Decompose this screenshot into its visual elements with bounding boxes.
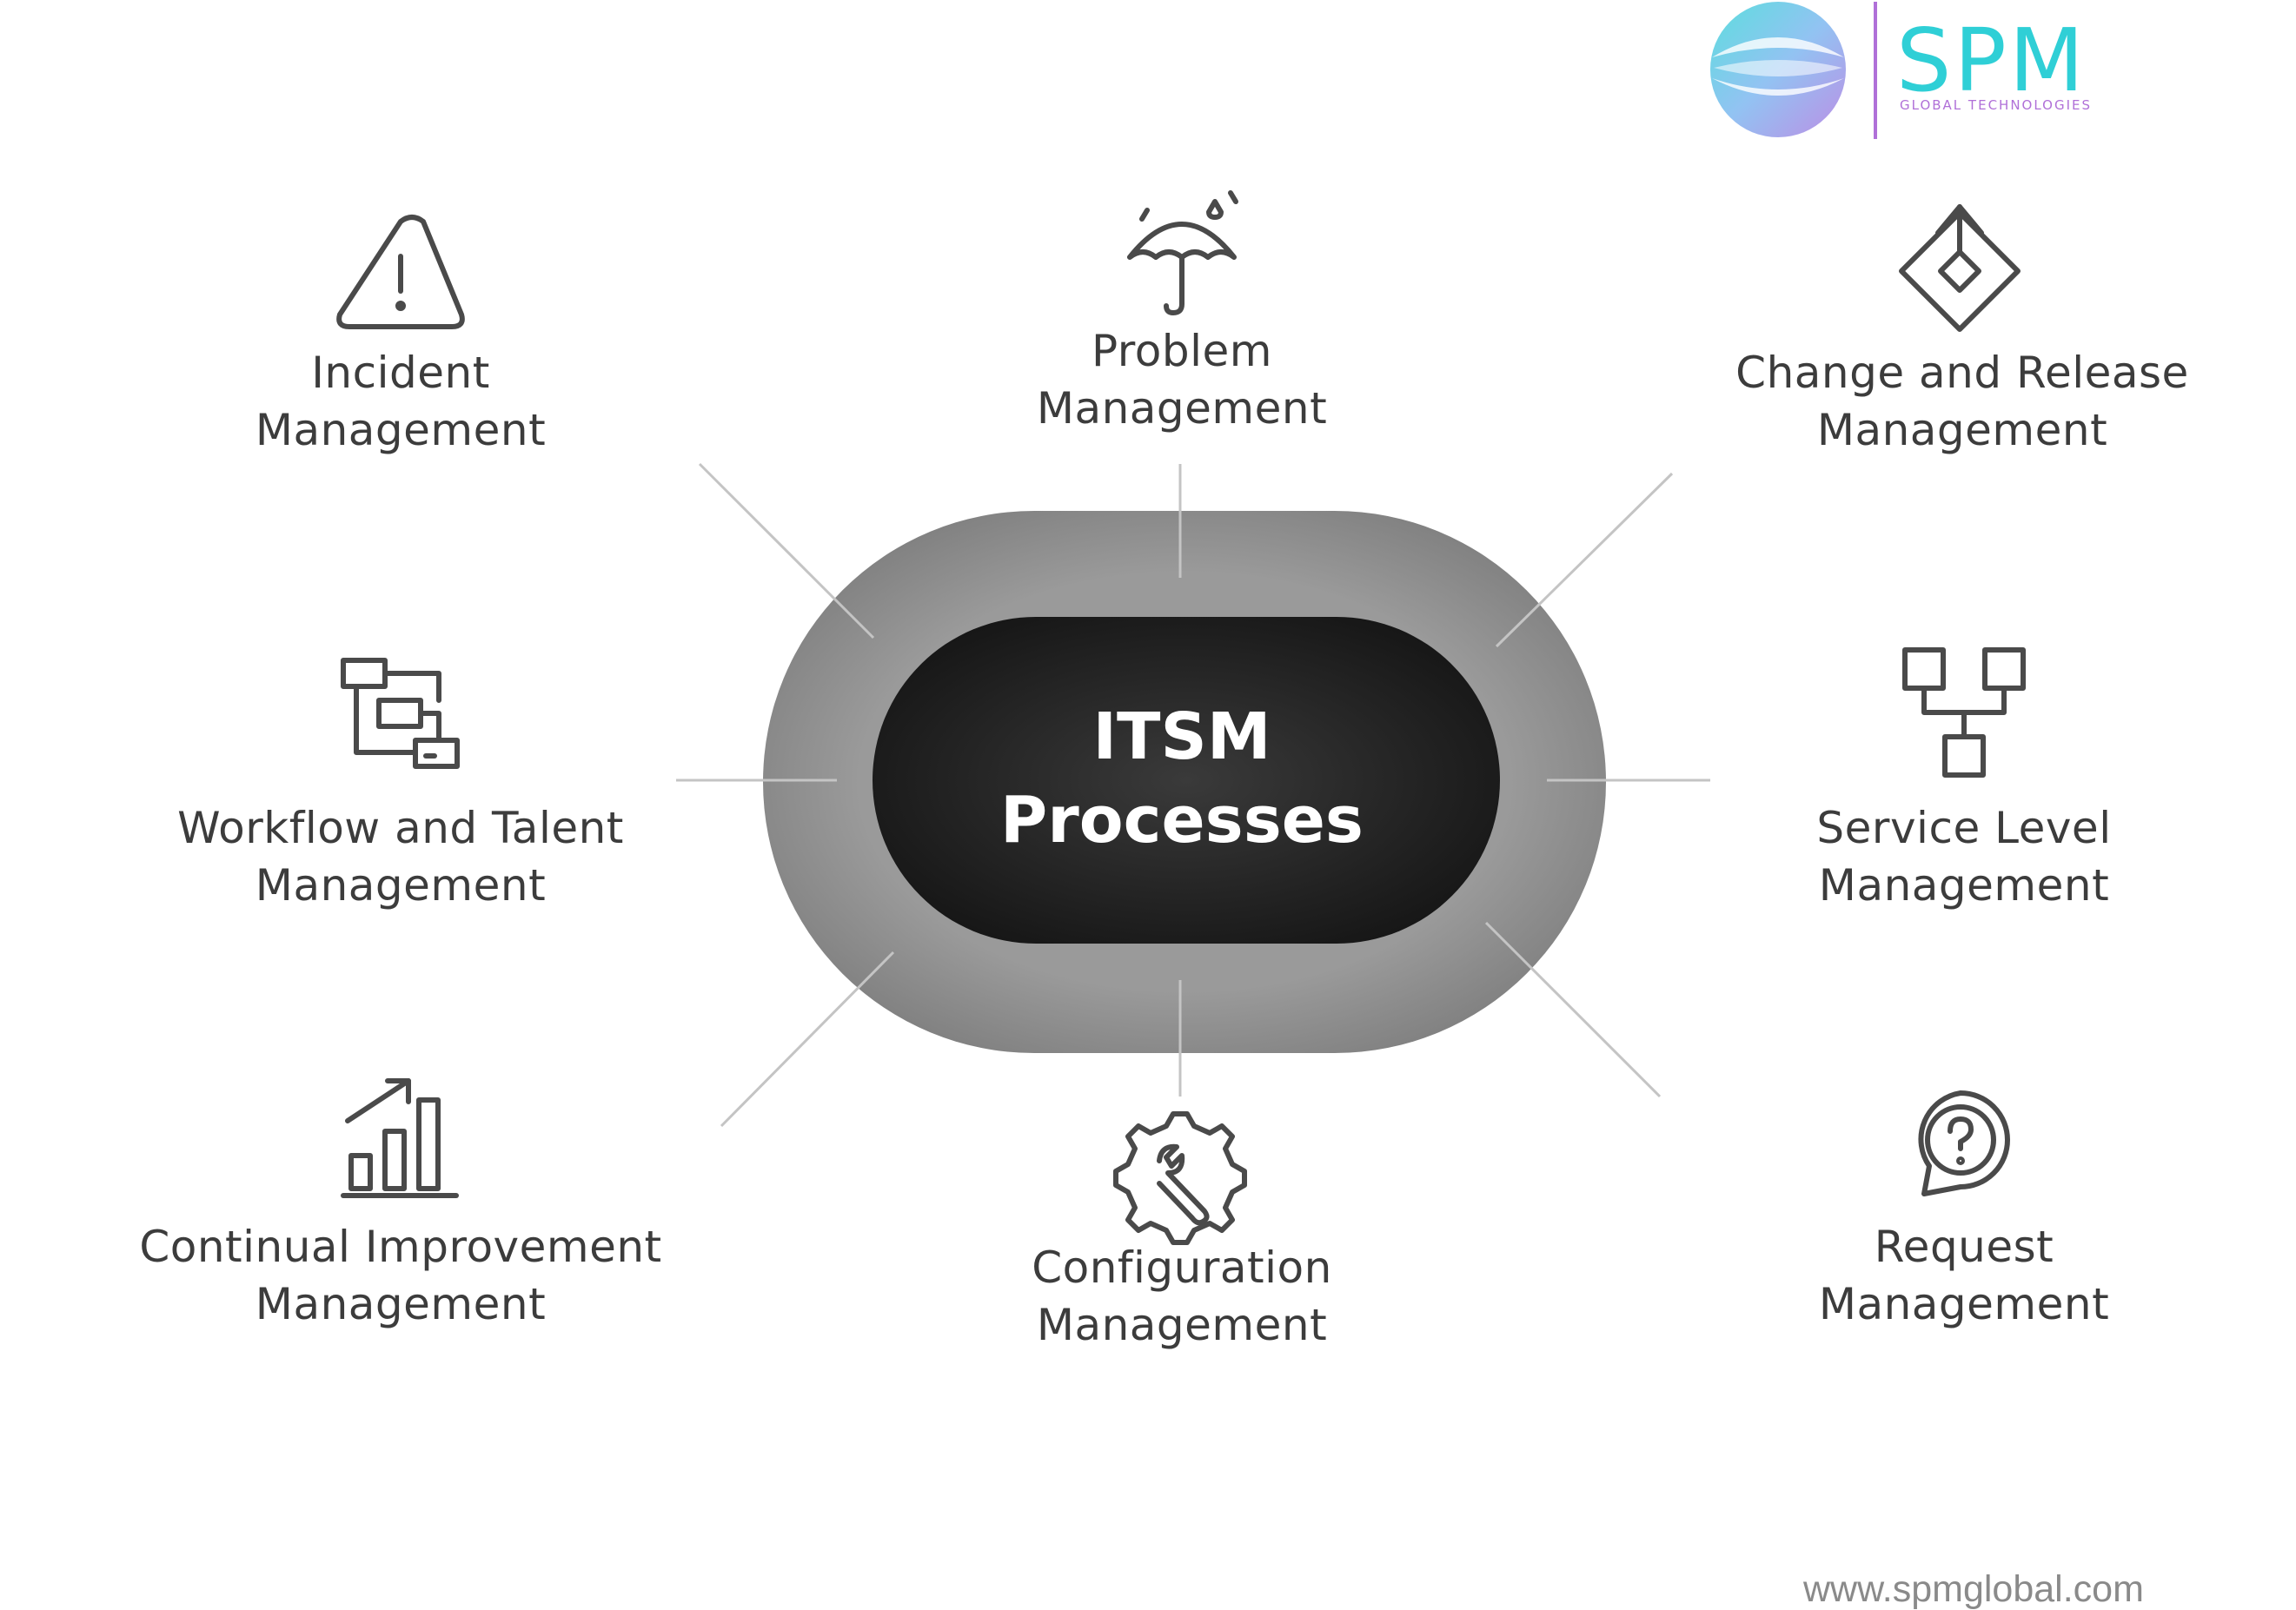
label-problem-line2: Management [1036,383,1328,434]
label-service-level-line2: Management [1818,860,2110,911]
label-configuration-line2: Management [1036,1300,1328,1350]
connector-continual-improvement [720,951,895,1128]
label-workflow-talent: Workflow and Talent Management [177,799,624,914]
label-change-release-line2: Management [1816,405,2108,455]
gear-wrench-icon [1113,1111,1247,1245]
label-request: Request Management [1819,1218,2109,1333]
center-title: ITSM Processes [1000,695,1364,862]
label-request-line1: Request [1874,1222,2054,1272]
label-workflow-talent-line2: Management [255,860,547,911]
center-title-line1: ITSM [1092,699,1271,774]
question-chat-bubble-icon [1918,1090,2010,1196]
label-continual-improvement-line2: Management [255,1279,547,1329]
connector-request [1484,921,1662,1098]
logo-tagline: GLOBAL TECHNOLOGIES [1900,97,2093,113]
hierarchy-tree-icon [1902,647,2026,778]
label-request-line2: Management [1818,1279,2110,1329]
label-change-release-line1: Change and Release [1735,348,2189,398]
connector-incident [698,462,875,639]
label-incident-line1: Incident [311,348,490,398]
label-change-release: Change and Release Management [1735,344,2189,459]
label-continual-improvement-line1: Continual Improvement [139,1222,662,1272]
workflow-boxes-icon [341,658,460,769]
diamond-arrow-up-icon [1899,204,2021,332]
label-problem-line1: Problem [1092,326,1272,376]
label-problem: Problem Management [1037,322,1327,437]
label-configuration: Configuration Management [1032,1239,1332,1354]
website-url: www.spmglobal.com [1803,1568,2144,1610]
center-title-line2: Processes [1000,783,1364,858]
connector-change-release [1495,472,1674,648]
label-configuration-line1: Configuration [1032,1242,1332,1293]
center-core [873,617,1500,944]
logo-wordmark: SPM [1896,10,2087,111]
label-service-level: Service Level Management [1816,799,2111,914]
spm-logo-graphic [1710,2,1877,139]
label-incident: Incident Management [255,344,546,459]
label-incident-line2: Management [255,405,547,455]
bar-chart-growth-icon [341,1078,459,1198]
label-service-level-line1: Service Level [1816,803,2112,853]
warning-triangle-icon [336,215,465,329]
umbrella-rain-icon [1127,190,1238,315]
label-continual-improvement: Continual Improvement Management [139,1218,661,1333]
label-workflow-talent-line1: Workflow and Talent [177,803,624,853]
